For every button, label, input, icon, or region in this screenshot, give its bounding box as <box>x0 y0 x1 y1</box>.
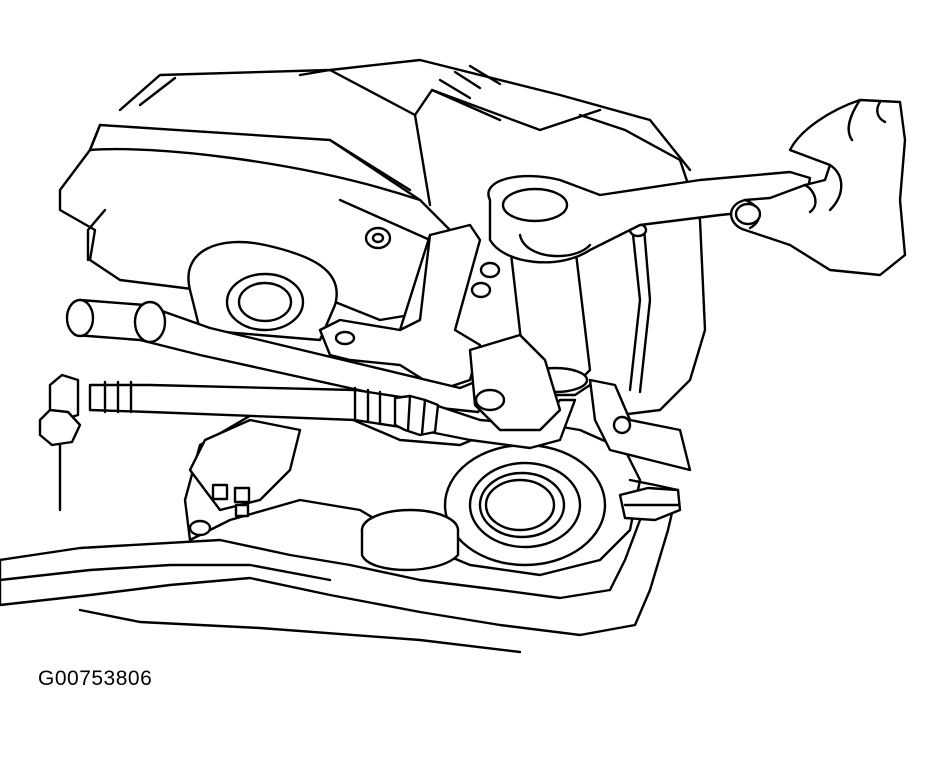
figure-code-label: G00753806 <box>38 667 153 690</box>
cover-bolt <box>364 226 392 250</box>
right-bracket <box>588 378 692 472</box>
hose-fitting-nut <box>393 394 440 437</box>
left-fitting <box>38 373 82 512</box>
bracket-bolts <box>470 261 501 299</box>
mounting-bracket <box>318 223 482 392</box>
breaker-bar <box>487 170 812 264</box>
crankshaft-pulley <box>443 443 607 567</box>
cylinder-head-outline <box>118 58 707 417</box>
timing-cover <box>58 123 452 322</box>
lower-hose <box>88 380 577 450</box>
cover-pulley-boss <box>187 240 338 342</box>
hand <box>729 98 907 277</box>
frame-member <box>0 496 677 654</box>
upper-hose <box>65 298 492 414</box>
idler-pulley <box>360 508 460 572</box>
hose-clamp <box>618 478 682 522</box>
socket-extension <box>468 243 592 432</box>
dipstick-tube <box>628 222 652 394</box>
lower-block-detail <box>188 418 302 537</box>
